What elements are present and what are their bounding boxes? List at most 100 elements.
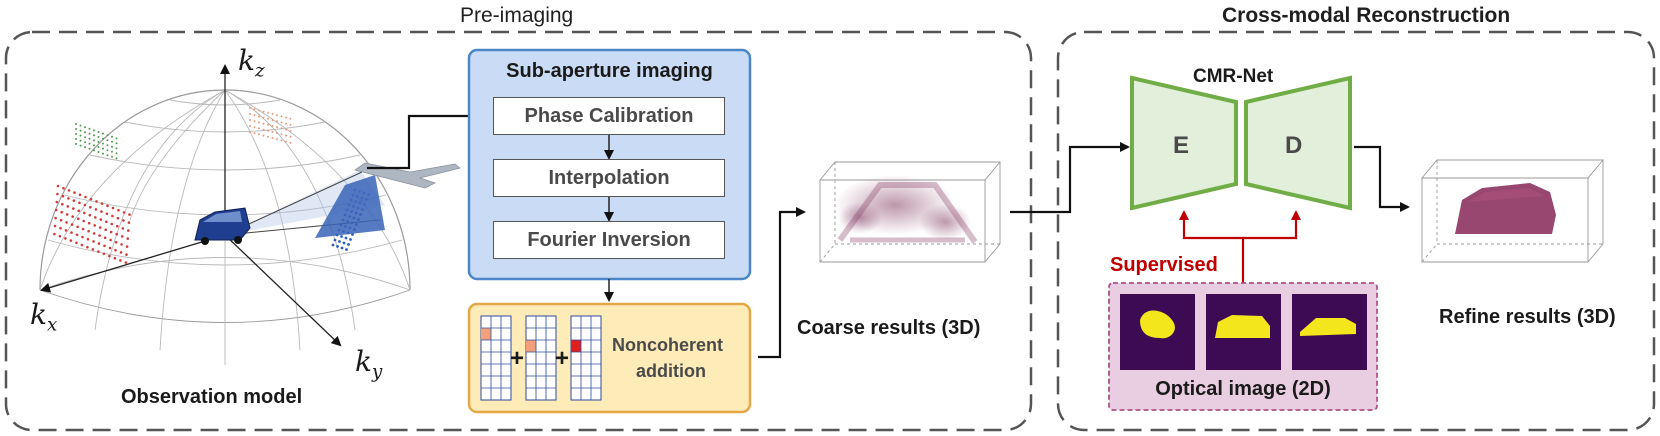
- sample-point: [253, 120, 256, 123]
- sample-point: [106, 154, 109, 157]
- sample-point: [262, 116, 265, 119]
- sample-point: [93, 134, 95, 137]
- sample-point: [79, 139, 82, 142]
- sample-point: [271, 131, 274, 133]
- supervised-label: Supervised: [1110, 254, 1218, 276]
- sample-point: [97, 136, 100, 138]
- sample-point: [267, 123, 269, 126]
- sample-point: [262, 110, 265, 113]
- sample-point: [66, 205, 70, 208]
- sample-point: [86, 245, 89, 249]
- sample-point: [93, 144, 95, 147]
- sample-point: [70, 231, 73, 234]
- sample-point: [111, 150, 113, 153]
- sample-point: [249, 113, 251, 115]
- sample-point: [111, 206, 115, 210]
- sample-point: [84, 195, 87, 199]
- sample-point: [280, 121, 283, 124]
- grid-highlight-cell: [571, 340, 581, 352]
- axis-label-ky: ky: [355, 345, 383, 383]
- sample-point: [120, 243, 123, 246]
- sample-point: [83, 203, 87, 207]
- sample-point: [127, 221, 131, 224]
- sample-point: [105, 220, 108, 224]
- sample-point: [106, 204, 109, 208]
- sample-point: [81, 227, 85, 231]
- sample-point: [93, 139, 95, 142]
- sample-point: [285, 122, 287, 125]
- decoder-label: D: [1285, 132, 1303, 159]
- sample-point: [345, 248, 348, 251]
- plus-sign-1: +: [510, 345, 525, 372]
- sample-point: [84, 131, 86, 134]
- sample-point: [59, 226, 62, 230]
- sample-point: [97, 242, 101, 245]
- sample-point: [80, 243, 84, 247]
- sample-point: [110, 222, 114, 226]
- sample-point: [83, 211, 86, 215]
- sample-point: [111, 145, 113, 148]
- sample-point: [75, 233, 79, 237]
- sample-point: [258, 121, 260, 124]
- sample-point: [64, 237, 67, 240]
- sample-point: [271, 125, 274, 127]
- sample-point: [97, 131, 100, 133]
- sample-point: [71, 215, 74, 218]
- optical-image-2: [1206, 294, 1281, 370]
- section-title-pre-imaging: Pre-imaging: [460, 4, 574, 27]
- refine-car-shape: [1455, 183, 1556, 234]
- sample-point: [75, 128, 77, 130]
- sample-point: [106, 139, 109, 142]
- sample-point: [93, 149, 95, 152]
- sample-point: [88, 127, 91, 130]
- sample-point: [72, 207, 75, 210]
- sample-points-green: [75, 123, 118, 160]
- sample-point: [81, 235, 84, 239]
- sample-point: [73, 191, 76, 194]
- sample-point: [111, 140, 113, 143]
- sample-point: [88, 147, 91, 150]
- sample-point: [93, 129, 95, 132]
- sample-point: [349, 238, 352, 241]
- sample-point: [340, 246, 344, 250]
- sample-point: [53, 232, 56, 236]
- sub-aperture-patch: [315, 175, 385, 238]
- sample-point: [113, 256, 117, 260]
- sample-point: [79, 144, 82, 147]
- sample-point: [117, 208, 120, 212]
- sample-point: [119, 259, 122, 262]
- arrow-to-coarse: [758, 207, 806, 359]
- sample-point: [75, 138, 77, 140]
- sub-aperture-title: Sub-aperture imaging: [506, 60, 713, 82]
- sample-point: [253, 126, 256, 129]
- sample-point: [276, 138, 278, 141]
- sample-point: [95, 200, 98, 203]
- sample-point: [88, 137, 91, 140]
- sample-point: [258, 127, 260, 130]
- sample-point: [111, 214, 114, 218]
- sample-point: [249, 125, 251, 127]
- sample-point: [103, 236, 107, 240]
- sample-point: [280, 115, 283, 118]
- arrow-to-encoder: [1010, 142, 1130, 214]
- axis-label-kz: kz: [238, 44, 265, 82]
- car-target: [194, 207, 251, 245]
- sample-point: [56, 184, 60, 188]
- sample-point: [115, 157, 118, 160]
- refine-volume: [1421, 159, 1604, 263]
- sample-point: [56, 192, 59, 196]
- sample-point: [276, 126, 278, 129]
- pre-imaging-frame: [4, 30, 1033, 432]
- sample-point: [108, 254, 111, 258]
- sample-point: [115, 142, 118, 145]
- sample-point: [124, 261, 128, 264]
- supervised-arrows: [1179, 210, 1301, 283]
- noncoherent-label-line1: Noncoherent: [612, 335, 724, 355]
- sample-point: [116, 216, 120, 220]
- sample-point: [253, 108, 256, 111]
- sample-point: [285, 128, 287, 131]
- sample-point: [115, 152, 118, 155]
- sample-point: [94, 208, 98, 211]
- sample-point: [98, 226, 102, 229]
- sample-point: [267, 129, 269, 132]
